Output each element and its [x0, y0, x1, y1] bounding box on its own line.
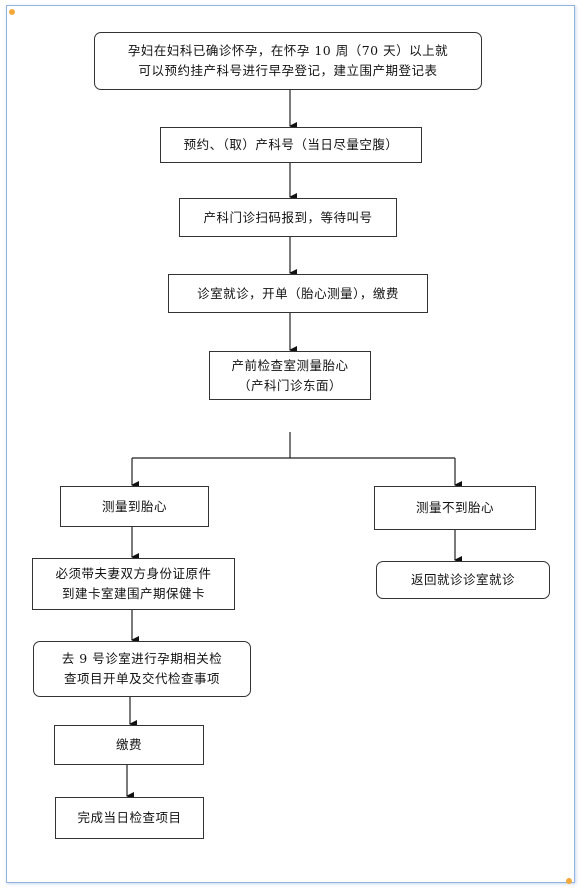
page-frame [6, 5, 575, 883]
step-book-ticket-label: 预约、（取）产科号（当日尽量空腹） [183, 137, 399, 152]
step-payment: 缴费 [54, 725, 204, 765]
step-early-pregnancy-registration: 孕妇在妇科已确诊怀孕，在怀孕 10 周（70 天）以上就 可以预约挂产科号进行早… [94, 32, 482, 90]
step-early-pregnancy-registration-line2: 可以预约挂产科号进行早孕登记，建立围产期登记表 [138, 63, 438, 78]
step-return-to-clinic: 返回就诊诊室就诊 [376, 561, 550, 599]
branch-heartbeat-detected: 测量到胎心 [60, 486, 209, 527]
step-checkin: 产科门诊扫码报到，等待叫号 [179, 198, 397, 237]
step-checkin-label: 产科门诊扫码报到，等待叫号 [203, 209, 373, 225]
step-early-pregnancy-registration-line1: 孕妇在妇科已确诊怀孕，在怀孕 10 周（70 天）以上就 [127, 43, 449, 58]
step-fetal-heart-measurement: 产前检查室测量胎心 （产科门诊东面） [209, 351, 371, 400]
step-room9-examination-orders: 去 9 号诊室进行孕期相关检 查项目开单及交代检查事项 [33, 641, 251, 697]
corner-marker-top-left [9, 9, 15, 15]
corner-marker-bottom-right [566, 878, 572, 884]
branch-heartbeat-not-detected-label: 测量不到胎心 [415, 500, 494, 515]
step-book-ticket: 预约、（取）产科号（当日尽量空腹） [160, 127, 422, 163]
step-complete-examinations-label: 完成当日检查项目 [77, 810, 182, 825]
step-payment-label: 缴费 [115, 737, 142, 752]
step-return-to-clinic-label: 返回就诊诊室就诊 [410, 572, 515, 587]
step-room9-examination-orders-line1: 去 9 号诊室进行孕期相关检 [61, 651, 223, 666]
branch-heartbeat-detected-label: 测量到胎心 [101, 498, 167, 514]
step-build-health-card: 必须带夫妻双方身份证原件 到建卡室建围产期保健卡 [32, 558, 235, 610]
step-build-health-card-line1: 必须带夫妻双方身份证原件 [55, 566, 212, 581]
branch-heartbeat-not-detected: 测量不到胎心 [374, 486, 536, 530]
step-consultation-label: 诊室就诊，开单（胎心测量），缴费 [197, 285, 399, 301]
step-build-health-card-line2: 到建卡室建围产期保健卡 [61, 586, 205, 601]
step-fetal-heart-measurement-line1: 产前检查室测量胎心 [231, 357, 349, 373]
step-consultation: 诊室就诊，开单（胎心测量），缴费 [168, 274, 428, 313]
step-fetal-heart-measurement-line2: （产科门诊东面） [237, 377, 342, 393]
step-room9-examination-orders-line2: 查项目开单及交代检查事项 [63, 671, 220, 686]
step-complete-examinations: 完成当日检查项目 [55, 797, 204, 839]
